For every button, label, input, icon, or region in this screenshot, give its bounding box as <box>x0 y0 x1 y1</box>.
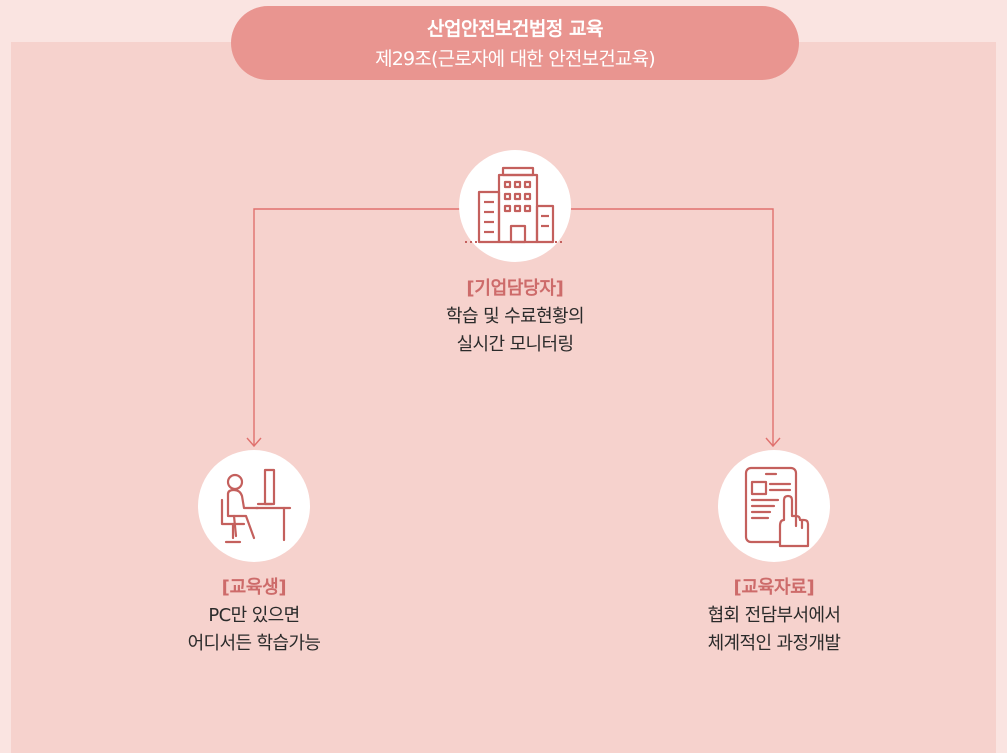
company-title: [기업담당자] <box>466 278 564 299</box>
building-icon <box>465 166 565 244</box>
header-banner: 산업안전보건법정 교육 제29조(근로자에 대한 안전보건교육) <box>231 6 799 80</box>
header-title: 산업안전보건법정 교육 <box>427 18 603 40</box>
company-node-text: [기업담당자] 학습 및 수료현황의 실시간 모니터링 <box>365 275 665 359</box>
learner-node-text: [교육생] PC만 있으면 어디서든 학습가능 <box>104 574 404 658</box>
learner-desc-line-1: PC만 있으면 <box>208 605 300 626</box>
materials-node-text: [교육자료] 협회 전담부서에서 체계적인 과정개발 <box>624 574 924 658</box>
connector-to-learner <box>253 208 460 446</box>
arrowhead-learner <box>246 437 262 448</box>
company-desc-line-1: 학습 및 수료현황의 <box>446 306 585 327</box>
materials-desc-line-1: 협회 전담부서에서 <box>707 605 841 626</box>
materials-desc-line-2: 체계적인 과정개발 <box>707 633 841 654</box>
materials-icon-circle <box>718 450 830 562</box>
company-icon-circle <box>459 150 571 262</box>
tablet-touch-icon <box>744 466 810 548</box>
learner-icon-circle <box>198 450 310 562</box>
materials-title: [교육자료] <box>733 577 815 598</box>
header-subtitle: 제29조(근로자에 대한 안전보건교육) <box>375 48 656 70</box>
company-desc-line-2: 실시간 모니터링 <box>456 334 574 355</box>
learner-desc-line-2: 어디서든 학습가능 <box>187 633 321 654</box>
arrowhead-materials <box>765 437 781 448</box>
connector-to-materials <box>571 208 774 446</box>
person-at-computer-icon <box>220 468 292 544</box>
learner-title: [교육생] <box>221 577 287 598</box>
